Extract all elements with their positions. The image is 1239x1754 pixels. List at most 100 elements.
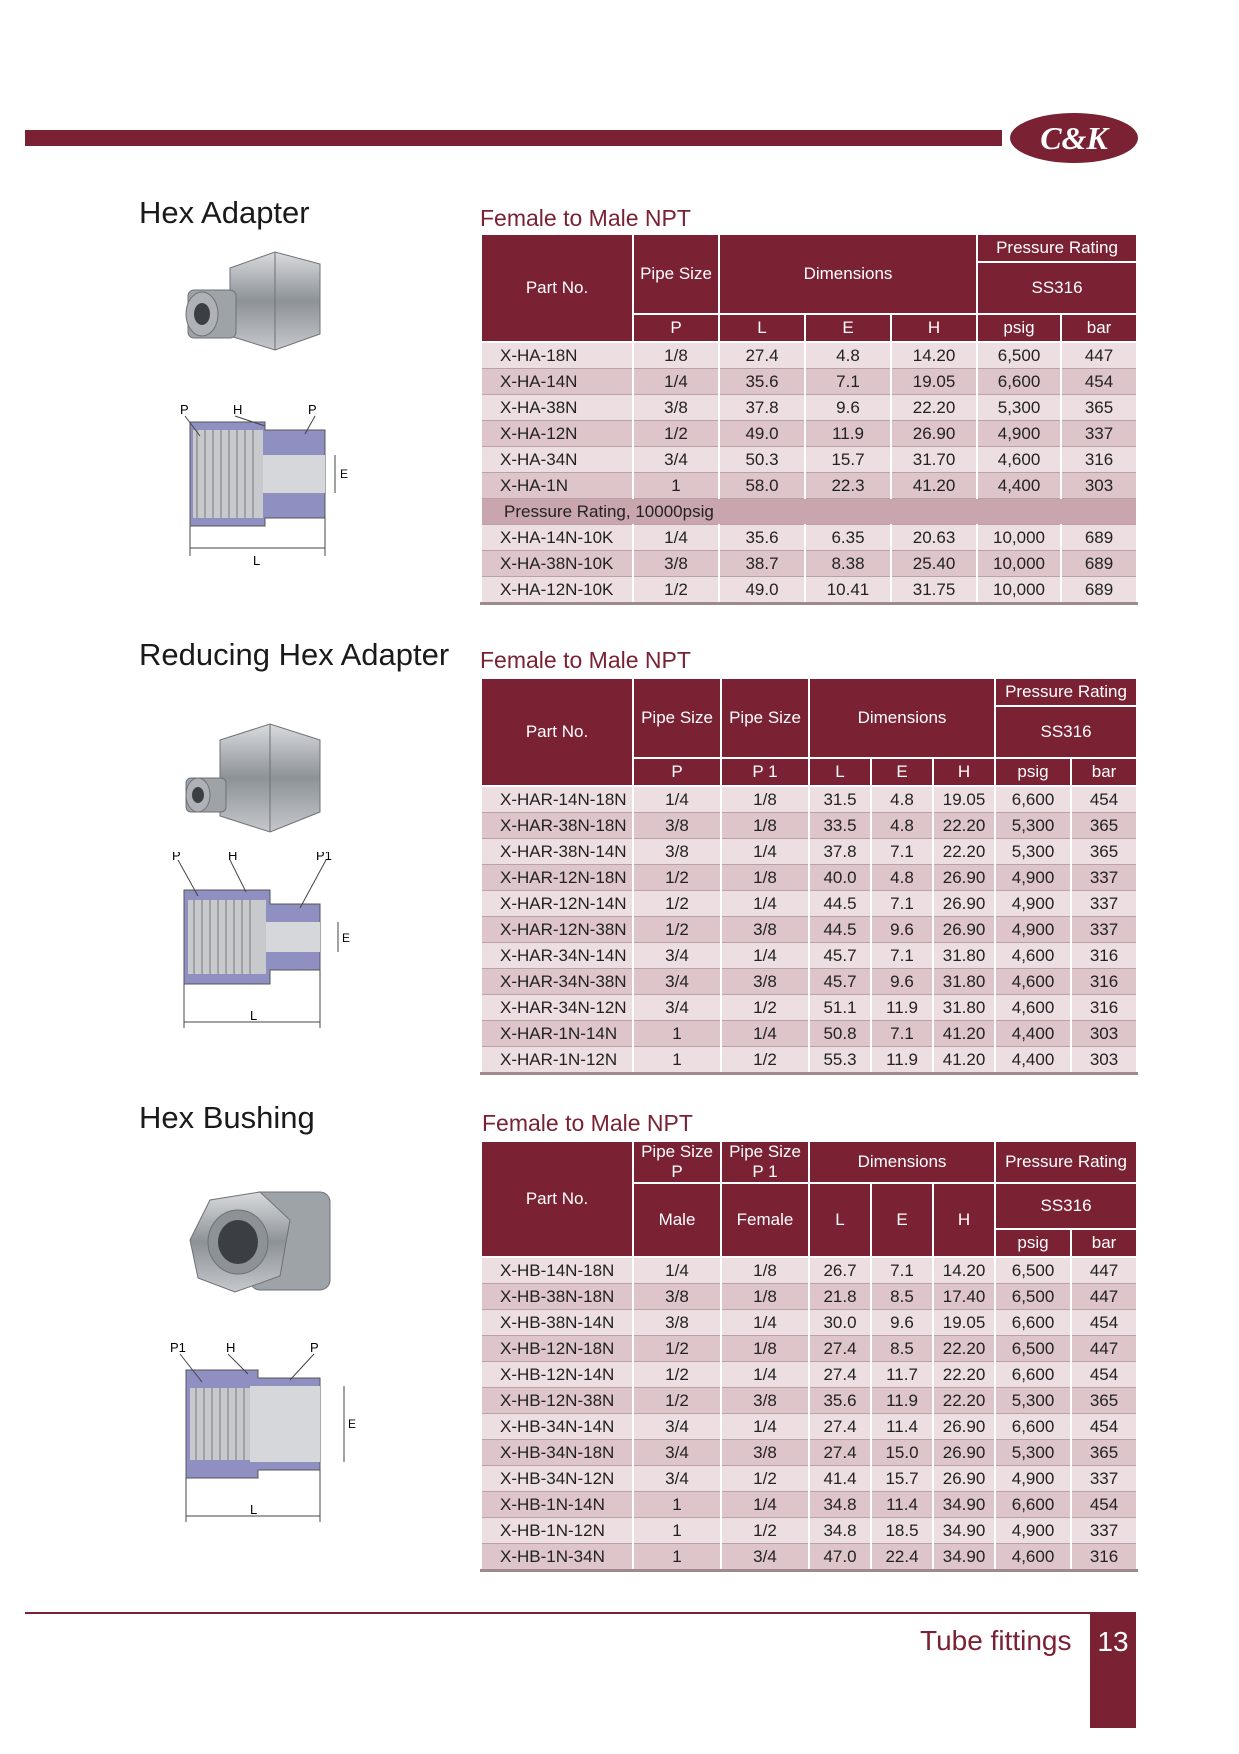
table-cell: 30.0 <box>808 1309 872 1336</box>
table-cell: 14.20 <box>889 341 979 369</box>
th-e: E <box>804 313 892 343</box>
table-cell: 689 <box>1060 576 1139 604</box>
table-cell: 6.35 <box>804 524 892 551</box>
th-male: Male <box>632 1182 722 1258</box>
table-cell: 3/8 <box>720 1439 810 1466</box>
th-bar: bar <box>1060 313 1139 343</box>
part-number-cell: X-HA-18N <box>480 341 634 369</box>
th-h: H <box>931 1182 997 1258</box>
label-l: L <box>250 1502 257 1517</box>
table-cell: 454 <box>1070 1309 1139 1336</box>
table-cell: 3/4 <box>632 942 722 969</box>
table-cell: 1 <box>632 1491 722 1518</box>
table-cell: 11.7 <box>870 1361 934 1388</box>
table-cell: 1/2 <box>632 1335 722 1362</box>
th-material: SS316 <box>994 705 1139 759</box>
th-l: L <box>718 313 806 343</box>
table-cell: 316 <box>1070 1543 1139 1571</box>
table-cell: 3/4 <box>632 446 720 473</box>
table-cell: 31.70 <box>889 446 979 473</box>
table-cell: 9.6 <box>870 916 934 943</box>
table-cell: 22.20 <box>931 1361 997 1388</box>
table-cell: 38.7 <box>718 550 806 577</box>
section-title-hex-adapter: Hex Adapter <box>139 195 310 230</box>
part-number-cell: X-HB-38N-14N <box>480 1309 634 1336</box>
table-cell: 6,600 <box>994 785 1073 813</box>
table-cell: 21.8 <box>808 1283 872 1310</box>
table-cell: 447 <box>1070 1335 1139 1362</box>
table-cell: 4,900 <box>994 890 1073 917</box>
th-part-no: Part No. <box>480 677 634 787</box>
reducing-hex-adapter-product-image <box>185 723 321 833</box>
table-cell: 6,500 <box>994 1256 1073 1284</box>
part-number-cell: X-HAR-34N-14N <box>480 942 634 969</box>
part-number-cell: X-HB-1N-34N <box>480 1543 634 1571</box>
table-cell: 365 <box>1070 1387 1139 1414</box>
th-h: H <box>889 313 979 343</box>
label-h: H <box>226 1340 235 1355</box>
table-cell: 4.8 <box>870 864 934 891</box>
th-part-no: Part No. <box>480 233 634 343</box>
table-cell: 454 <box>1070 785 1139 813</box>
table-cell: 26.90 <box>889 420 979 447</box>
table-cell: 4,600 <box>994 994 1073 1021</box>
table-cell: 4,400 <box>976 472 1063 499</box>
part-number-cell: X-HB-34N-18N <box>480 1439 634 1466</box>
part-number-cell: X-HB-12N-18N <box>480 1335 634 1362</box>
label-p: P <box>310 1340 319 1355</box>
table-cell: 6,600 <box>976 368 1063 395</box>
table-cell: 4,900 <box>994 864 1073 891</box>
table-cell: 27.4 <box>808 1361 872 1388</box>
table-cell: 1/4 <box>720 1020 810 1047</box>
table-cell: 1/4 <box>720 1309 810 1336</box>
table-cell: 3/8 <box>632 1283 722 1310</box>
table-cell: 3/4 <box>720 1543 810 1571</box>
part-number-cell: X-HAR-1N-14N <box>480 1020 634 1047</box>
table-cell: 4.8 <box>870 812 934 839</box>
table-cell: 337 <box>1070 1465 1139 1492</box>
table-cell: 34.90 <box>931 1491 997 1518</box>
table-cell: 8.5 <box>870 1335 934 1362</box>
th-pressure-rating: Pressure Rating <box>994 677 1139 707</box>
table-cell: 50.8 <box>808 1020 872 1047</box>
table-cell: 22.20 <box>931 812 997 839</box>
table-cell: 4,900 <box>976 420 1063 447</box>
table-cell: 40.0 <box>808 864 872 891</box>
th-pressure-rating: Pressure Rating <box>994 1140 1139 1184</box>
table-cell: 3/8 <box>720 916 810 943</box>
table-cell: 5,300 <box>994 812 1073 839</box>
part-number-cell: X-HA-38N-10K <box>480 550 634 577</box>
table-cell: 55.3 <box>808 1046 872 1074</box>
table-cell: 31.75 <box>889 576 979 604</box>
label-l: L <box>250 1008 257 1023</box>
table-cell: 365 <box>1070 812 1139 839</box>
table-cell: 44.5 <box>808 890 872 917</box>
table-cell: 3/8 <box>632 550 720 577</box>
table-cell: 10,000 <box>976 550 1063 577</box>
table-cell: 4,900 <box>994 1465 1073 1492</box>
table-cell: 34.8 <box>808 1491 872 1518</box>
th-p1: P 1 <box>752 1162 778 1181</box>
th-e: E <box>870 1182 934 1258</box>
table-cell: 22.3 <box>804 472 892 499</box>
table-cell: 4,600 <box>994 1543 1073 1571</box>
table-cell: 6,500 <box>976 341 1063 369</box>
label-h: H <box>233 402 242 417</box>
table-cell: 6,500 <box>994 1283 1073 1310</box>
table-cell: 3/8 <box>632 812 722 839</box>
table-cell: 41.4 <box>808 1465 872 1492</box>
table-cell: 26.90 <box>931 890 997 917</box>
table-cell: 1/2 <box>632 864 722 891</box>
table-cell: 35.6 <box>718 524 806 551</box>
